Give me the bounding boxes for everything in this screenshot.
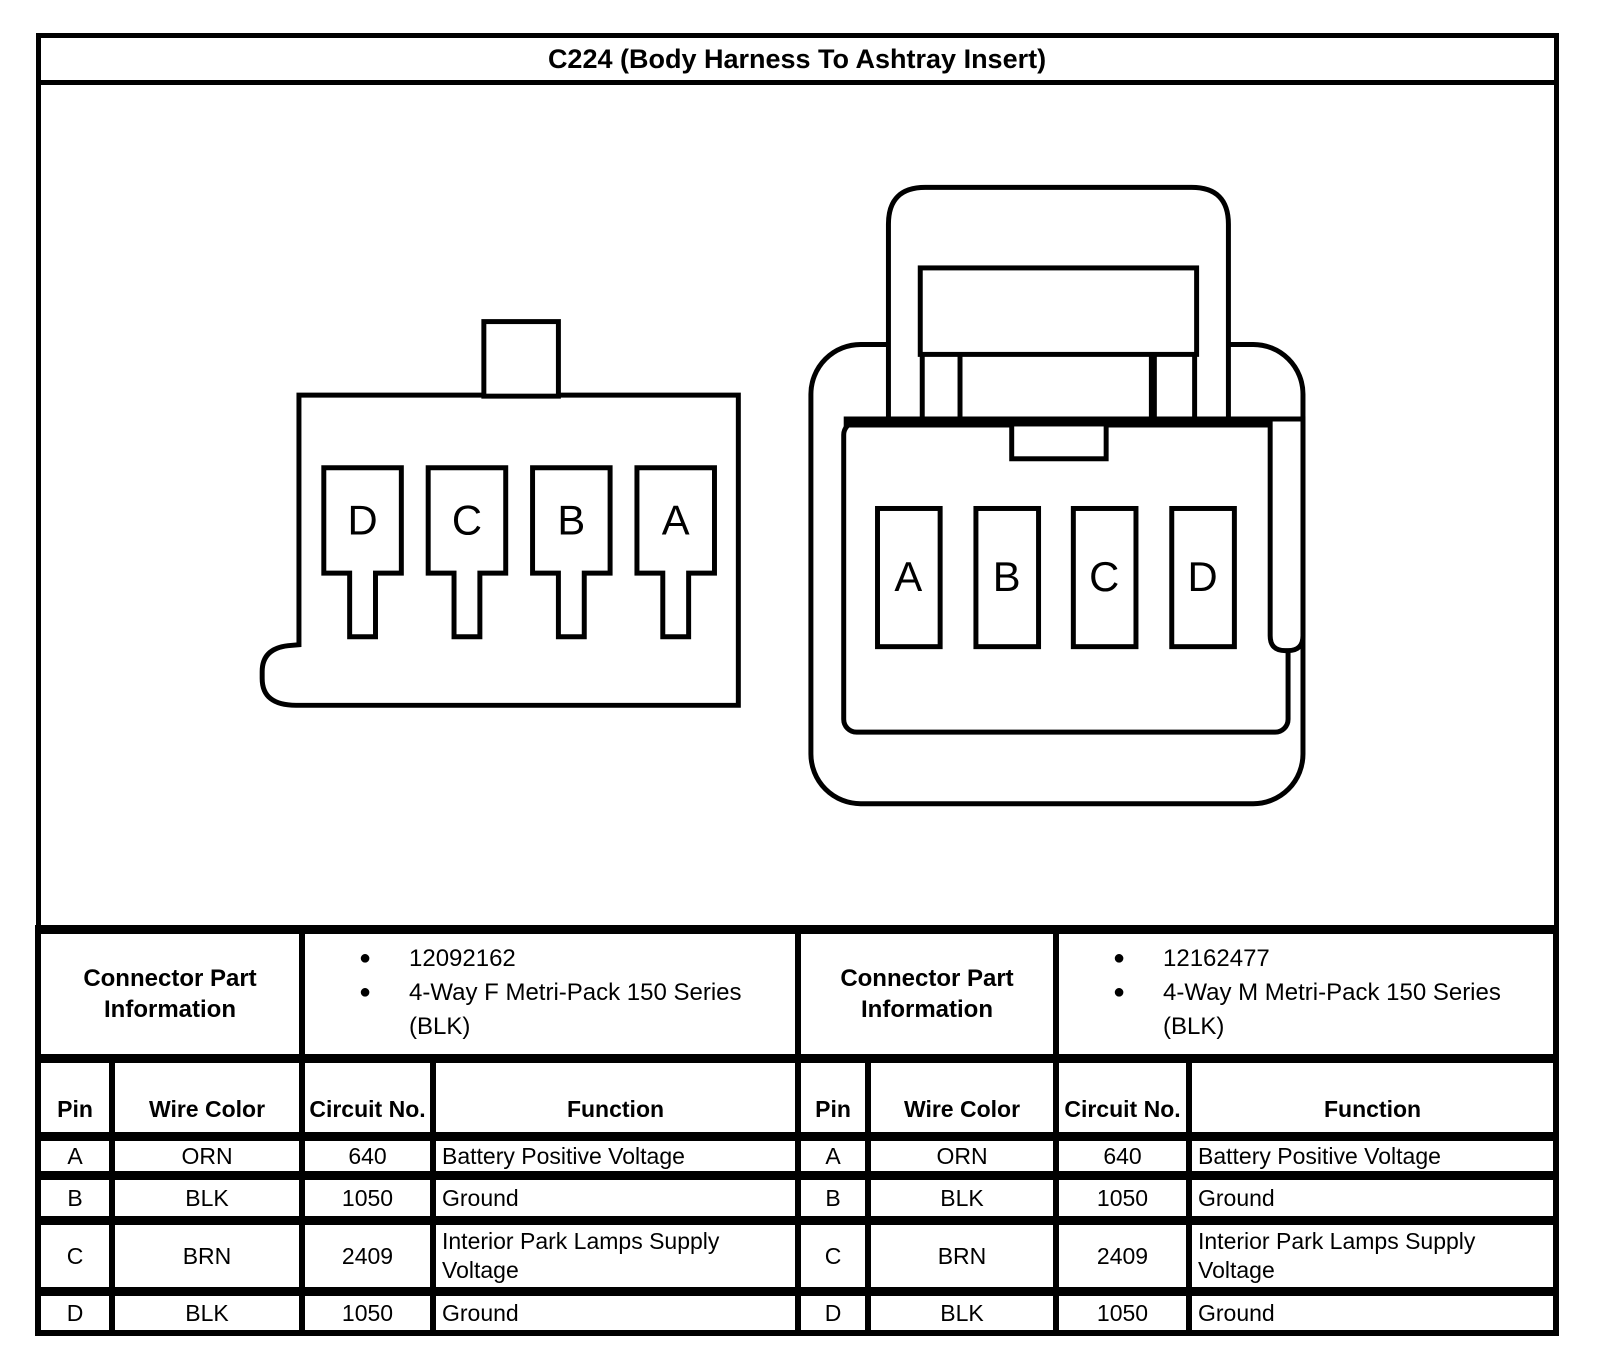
- bullet-icon: ●: [359, 981, 372, 1003]
- pin-label: A: [661, 496, 689, 543]
- left-part-info-items: ● 12092162 ● 4-Way F Metri-Pack 150 Series…: [299, 925, 801, 1062]
- pin-cavity-D: [320, 465, 404, 640]
- pin-cell: D: [35, 1287, 115, 1336]
- left-part-info-label: Connector Part Information: [35, 925, 305, 1062]
- part-description: 4-Way F Metri-Pack 150 Series (BLK): [409, 979, 742, 1040]
- female-connector-index-tab: [480, 319, 561, 399]
- index-notch: [1008, 421, 1109, 462]
- part-info-item: ● 12092162: [308, 942, 787, 976]
- pin-cavity-C: [425, 465, 508, 640]
- col-header-wire-color: Wire Color: [865, 1054, 1059, 1140]
- latch-window: [917, 265, 1199, 357]
- function-cell: Interior Park Lamps Supply Voltage: [430, 1216, 801, 1295]
- function-cell: Interior Park Lamps Supply Voltage: [1185, 1216, 1560, 1295]
- table-row: B BLK 1050 Ground B BLK 1050 Ground: [35, 1171, 1560, 1224]
- right-part-info-label: Connector Part Information: [795, 925, 1059, 1062]
- pin-label: B: [557, 496, 585, 543]
- col-header-pin: Pin: [795, 1054, 871, 1140]
- pin-label: B: [992, 553, 1020, 600]
- circuit-no-cell: 1050: [299, 1287, 436, 1336]
- pin-cell: C: [35, 1216, 115, 1295]
- connector-diagram: D C B A: [259, 184, 1305, 807]
- bullet-icon: ●: [1113, 947, 1126, 969]
- wire-color-cell: BLK: [865, 1287, 1059, 1336]
- right-part-info-items: ● 12162477 ● 4-Way M Metri-Pack 150 Series…: [1052, 925, 1560, 1062]
- pin-cavity-A: [633, 465, 717, 640]
- pin-A: [874, 505, 943, 650]
- pin-cell: D: [795, 1287, 871, 1336]
- circuit-no-cell: 1050: [1053, 1171, 1192, 1224]
- function-cell: Ground: [430, 1171, 801, 1224]
- bullet-icon: ●: [1113, 981, 1126, 1003]
- pin-cell: B: [795, 1171, 871, 1224]
- pin-B: [972, 505, 1041, 650]
- table-row: A ORN 640 Battery Positive Voltage A ORN…: [35, 1132, 1560, 1179]
- female-connector-drawing: D C B A: [259, 319, 741, 708]
- pin-label: A: [894, 553, 922, 600]
- col-header-function: Function: [1185, 1054, 1560, 1140]
- part-info-item: ● 4-Way F Metri-Pack 150 Series (BLK): [308, 976, 787, 1044]
- pin-cell: C: [795, 1216, 871, 1295]
- pin-C: [1070, 505, 1138, 650]
- wire-color-cell: ORN: [109, 1132, 305, 1179]
- part-info-item: ● 12162477: [1062, 942, 1545, 976]
- table-row: C BRN 2409 Interior Park Lamps Supply Vo…: [35, 1216, 1560, 1295]
- circuit-no-cell: 640: [299, 1132, 436, 1179]
- circuit-no-cell: 2409: [299, 1216, 436, 1295]
- pin-cell: A: [35, 1132, 115, 1179]
- wire-color-cell: BRN: [865, 1216, 1059, 1295]
- function-cell: Ground: [1185, 1287, 1560, 1336]
- col-header-function: Function: [430, 1054, 801, 1140]
- pin-label: C: [451, 496, 481, 543]
- page-title: C224 (Body Harness To Ashtray Insert): [35, 33, 1559, 85]
- function-cell: Ground: [430, 1287, 801, 1336]
- col-header-circuit-no: Circuit No.: [299, 1054, 436, 1140]
- pin-cell: A: [795, 1132, 871, 1179]
- function-cell: Ground: [1185, 1171, 1560, 1224]
- part-number: 12162477: [1163, 945, 1270, 972]
- wire-color-cell: BLK: [865, 1171, 1059, 1224]
- function-cell: Battery Positive Voltage: [430, 1132, 801, 1179]
- pin-cell: B: [35, 1171, 115, 1224]
- part-description: 4-Way M Metri-Pack 150 Series (BLK): [1163, 979, 1501, 1040]
- pin-label: D: [347, 496, 377, 543]
- part-number: 12092162: [409, 945, 516, 972]
- wire-color-cell: BLK: [109, 1287, 305, 1336]
- pin-cavity-B: [529, 465, 613, 640]
- connector-sheet: C224 (Body Harness To Ashtray Insert) D …: [35, 33, 1560, 1336]
- pin-label: D: [1187, 553, 1217, 600]
- col-header-pin: Pin: [35, 1054, 115, 1140]
- wire-color-cell: BLK: [109, 1171, 305, 1224]
- function-cell: Battery Positive Voltage: [1185, 1132, 1560, 1179]
- circuit-no-cell: 640: [1053, 1132, 1192, 1179]
- bullet-icon: ●: [359, 947, 372, 969]
- pin-D: [1168, 505, 1237, 650]
- col-header-circuit-no: Circuit No.: [1053, 1054, 1192, 1140]
- table-header-row: Pin Wire Color Circuit No. Function Pin …: [35, 1054, 1560, 1140]
- wire-color-cell: BRN: [109, 1216, 305, 1295]
- connector-diagram-area: D C B A: [35, 80, 1559, 932]
- circuit-no-cell: 2409: [1053, 1216, 1192, 1295]
- male-connector-drawing: A B C D: [807, 184, 1305, 807]
- latch-catch-slot: [1267, 416, 1305, 654]
- table-row: D BLK 1050 Ground D BLK 1050 Ground: [35, 1287, 1560, 1336]
- part-info-item: ● 4-Way M Metri-Pack 150 Series (BLK): [1062, 976, 1545, 1044]
- pin-label: C: [1089, 553, 1119, 600]
- circuit-no-cell: 1050: [299, 1171, 436, 1224]
- circuit-no-cell: 1050: [1053, 1287, 1192, 1336]
- col-header-wire-color: Wire Color: [109, 1054, 305, 1140]
- wire-color-cell: ORN: [865, 1132, 1059, 1179]
